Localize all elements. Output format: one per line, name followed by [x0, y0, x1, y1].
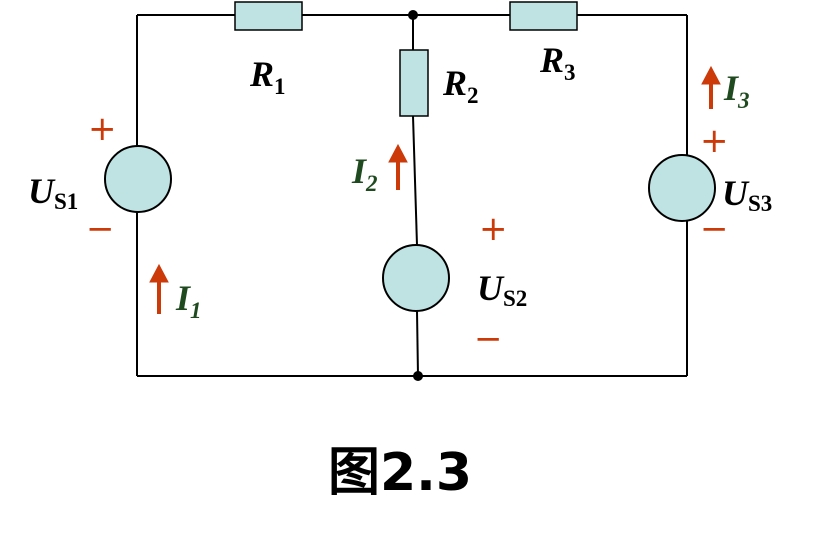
arrow-up-icon-i1: [149, 263, 169, 314]
resistor-r1: [234, 1, 303, 31]
label-r2: R2: [442, 63, 479, 108]
polarity-minus-us2: −: [474, 319, 503, 359]
resistor-r3: [509, 1, 578, 31]
polarity-minus-us3: −: [700, 209, 729, 249]
wire-mid-center: [412, 115, 418, 246]
label-r1: R1: [249, 54, 286, 99]
junction-node-bottom: [413, 371, 423, 381]
arrow-up-icon-i3: [701, 65, 721, 109]
label-r3: R3: [539, 40, 576, 85]
polarity-plus-us1: +: [88, 109, 117, 149]
label-i1: I1: [175, 278, 202, 323]
label-us2: US2: [477, 268, 527, 311]
voltage-source-us1: [104, 145, 172, 213]
label-us3: US3: [722, 173, 772, 216]
figure-caption: 图2.3: [328, 443, 472, 503]
polarity-minus-us1: −: [86, 209, 115, 249]
resistor-r2: [399, 49, 429, 117]
arrow-up-icon-i2: [388, 143, 408, 190]
polarity-plus-us2: +: [479, 209, 508, 249]
wire-mid-bottom: [416, 310, 419, 377]
wires: [136, 14, 688, 377]
polarity-plus-us3: +: [700, 121, 729, 161]
voltage-source-us2: [382, 244, 450, 312]
label-us1: US1: [28, 171, 78, 214]
voltage-source-us3: [648, 154, 716, 222]
label-i2: I2: [351, 151, 378, 196]
junction-node-top: [408, 10, 418, 20]
label-i3: I3: [723, 68, 750, 113]
